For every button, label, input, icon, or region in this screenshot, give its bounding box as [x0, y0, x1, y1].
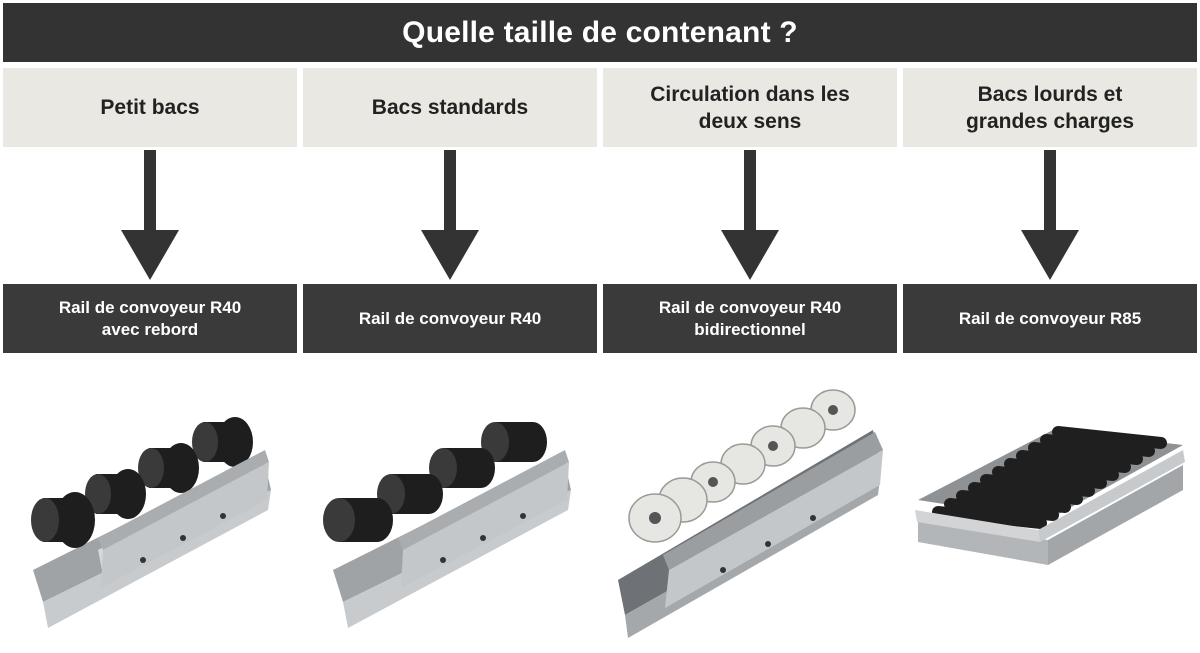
product-label: Rail de convoyeur R40	[58, 297, 242, 317]
column-deux-sens: Circulation dans les deux sens Rail de c…	[603, 0, 897, 653]
down-arrow-icon	[1021, 150, 1079, 280]
omni-wheel-conveyor-rail-icon	[618, 389, 883, 638]
column-bacs-standards: Bacs standards Rail de convoyeur R40	[303, 0, 597, 653]
product-label: Rail de convoyeur R40	[658, 297, 842, 317]
product-box: Rail de convoyeur R40 avec rebord	[3, 284, 297, 353]
category-box: Circulation dans les deux sens	[603, 68, 897, 147]
roller-conveyor-rail-icon	[915, 426, 1185, 565]
product-label: avec rebord	[101, 319, 199, 339]
product-box: Rail de convoyeur R85	[903, 284, 1197, 353]
category-box: Petit bacs	[3, 68, 297, 147]
category-label: grandes charges	[965, 109, 1135, 133]
down-arrow-icon	[721, 150, 779, 280]
category-box: Bacs lourds et grandes charges	[903, 68, 1197, 147]
category-label: Circulation dans les	[650, 82, 850, 106]
category-label: Petit bacs	[100, 96, 200, 119]
category-label: deux sens	[698, 109, 802, 133]
down-arrow-icon	[121, 150, 179, 280]
product-label: Rail de convoyeur R40	[358, 308, 542, 328]
wheel-conveyor-rail-icon	[323, 422, 571, 628]
product-box: Rail de convoyeur R40	[303, 284, 597, 353]
page-title: Quelle taille de contenant ?	[3, 3, 1197, 62]
category-box: Bacs standards	[303, 68, 597, 147]
product-label: Rail de convoyeur R85	[958, 308, 1142, 328]
down-arrow-icon	[421, 150, 479, 280]
flanged-wheel-conveyor-rail-icon	[31, 417, 271, 628]
category-label: Bacs lourds et	[977, 82, 1123, 106]
product-box: Rail de convoyeur R40 bidirectionnel	[603, 284, 897, 353]
product-label: bidirectionnel	[694, 319, 806, 339]
column-petit-bacs: Petit bacs Rail de convoyeur R40 avec re…	[3, 0, 297, 653]
column-bacs-lourds: Bacs lourds et grandes charges Rail de c…	[903, 0, 1197, 653]
category-label: Bacs standards	[371, 96, 529, 119]
